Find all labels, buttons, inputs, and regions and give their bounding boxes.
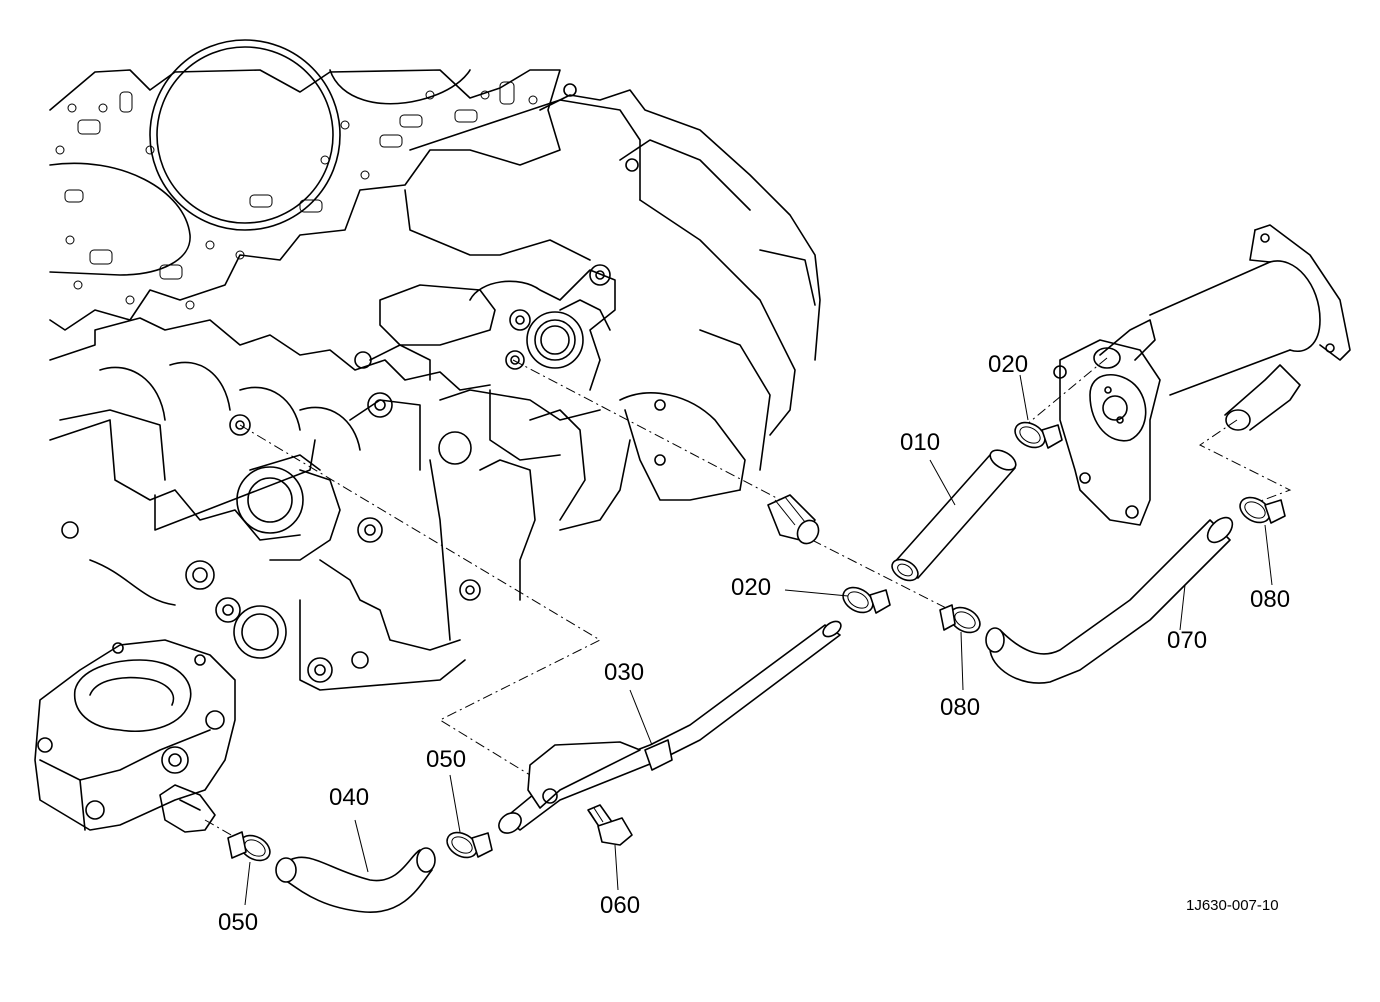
water-flange-housing — [34, 639, 236, 833]
label-010: 010 — [900, 429, 940, 456]
label-080-lower: 080 — [940, 694, 980, 721]
hose-010 — [891, 449, 1017, 582]
pipe-030 — [498, 620, 842, 834]
label-080-upper: 080 — [1250, 586, 1290, 613]
part-labels: 010 020 020 030 040 050 050 060 070 080 … — [218, 351, 1290, 936]
center-lines — [204, 357, 1292, 841]
label-070: 070 — [1167, 627, 1207, 654]
label-020-lower: 020 — [731, 574, 771, 601]
label-040: 040 — [329, 784, 369, 811]
hose-070 — [985, 516, 1234, 684]
label-060: 060 — [600, 892, 640, 919]
pipe-fitting — [767, 494, 820, 545]
hose-040 — [275, 847, 436, 913]
bolt-060 — [587, 804, 633, 846]
label-030: 030 — [604, 659, 644, 686]
label-020-upper: 020 — [988, 351, 1028, 378]
cooler-housing — [1053, 224, 1351, 526]
engine-block — [49, 39, 821, 691]
drawing-reference-number: 1J630-007-10 — [1186, 897, 1279, 914]
clamp-020-upper — [1014, 421, 1063, 449]
clamp-050-right — [446, 831, 493, 859]
label-050-left: 050 — [218, 909, 258, 936]
leader-lines — [244, 374, 1273, 906]
clamp-080-lower — [939, 604, 981, 634]
clamp-080-upper — [1239, 496, 1286, 524]
clamp-050-left — [227, 831, 271, 862]
label-050-right: 050 — [426, 746, 466, 773]
clamp-020-lower — [842, 586, 891, 614]
